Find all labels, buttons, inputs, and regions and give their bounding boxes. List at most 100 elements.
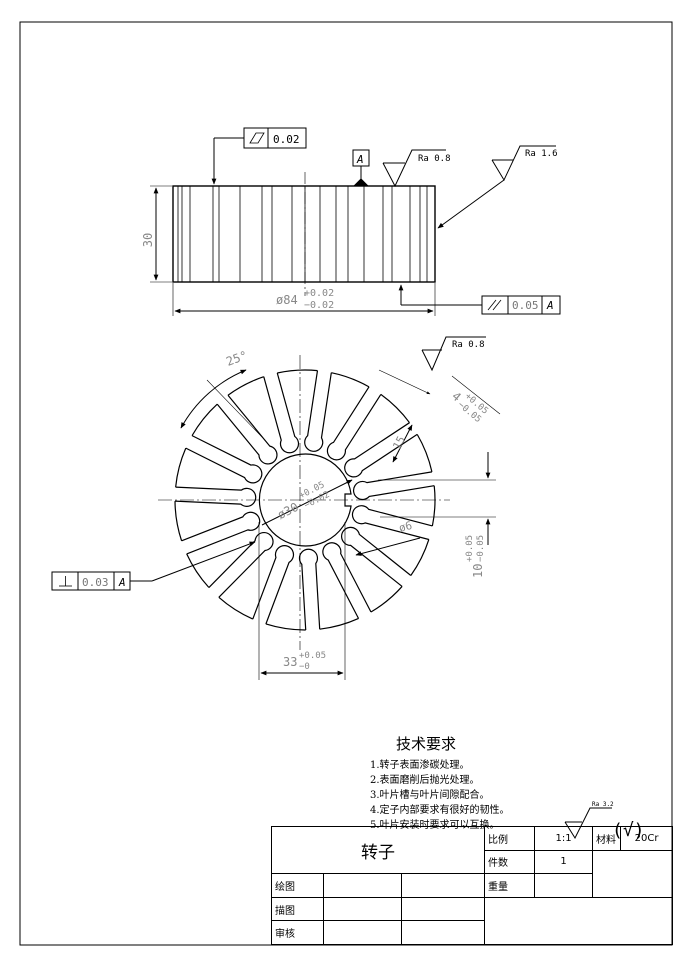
slot-lines bbox=[177, 186, 428, 282]
checked-name-cell bbox=[323, 920, 402, 945]
perpendicularity-datum: A bbox=[118, 576, 126, 589]
checked-label: 审核 bbox=[271, 920, 324, 945]
angle-value: 25° bbox=[224, 348, 249, 369]
blank-cell bbox=[592, 849, 674, 898]
datum-a-callout bbox=[352, 149, 370, 187]
flatness-icon bbox=[249, 132, 265, 144]
rotor-rim-arc bbox=[277, 369, 318, 374]
keyway-value: 33 bbox=[283, 655, 297, 669]
flatness-value: 0.02 bbox=[273, 133, 300, 146]
tech-req-item: 4.定子内部要求有很好的韧性。 bbox=[370, 805, 510, 816]
weight-label: 重量 bbox=[484, 873, 536, 898]
weight-value-cell bbox=[534, 873, 594, 898]
parallelism-callout bbox=[398, 284, 561, 315]
center-bore bbox=[258, 453, 352, 547]
rotor-rim-arc bbox=[370, 586, 403, 613]
height-dimension bbox=[150, 185, 172, 283]
tech-req-item: 2.表面磨削后抛光处理。 bbox=[370, 775, 480, 786]
datum-a-label: A bbox=[356, 153, 364, 166]
tech-req-item: 1.转子表面渗碳处理。 bbox=[370, 760, 470, 771]
roughness-slot-value: Ra 0.8 bbox=[452, 340, 485, 350]
rotor-slot bbox=[351, 505, 433, 541]
offset-value: 10 bbox=[471, 564, 485, 578]
offset-dimension bbox=[378, 452, 496, 545]
title-block: 转子 比例 1:1 材料 20Cr 件数 1 绘图 重量 描图 审核 bbox=[270, 825, 674, 946]
rotor-slot bbox=[304, 370, 332, 452]
rotor-rim-arc bbox=[186, 553, 210, 588]
rotor-slot bbox=[185, 435, 263, 484]
scale-label: 比例 bbox=[484, 826, 536, 851]
keyway-tol-lower: −0 bbox=[299, 662, 310, 672]
traced-date-cell bbox=[400, 896, 486, 922]
part-name: 转子 bbox=[270, 825, 486, 875]
perpendicularity-value: 0.03 bbox=[82, 576, 109, 589]
rotor-rim-arc bbox=[319, 617, 359, 630]
traced-label: 描图 bbox=[271, 896, 324, 922]
perpendicularity-icon bbox=[59, 576, 72, 587]
bore-value: ø30 bbox=[275, 500, 301, 522]
offset-tol-lower: −0.05 bbox=[476, 535, 486, 562]
parallelism-value: 0.05 bbox=[512, 299, 539, 312]
height-value: 30 bbox=[141, 233, 155, 247]
rotor-slot bbox=[216, 394, 278, 465]
diameter-tol-upper: +0.02 bbox=[304, 288, 334, 299]
parallelism-datum: A bbox=[546, 299, 554, 312]
top-view bbox=[51, 336, 501, 680]
rotor-rim-arc bbox=[380, 393, 410, 424]
rotor-slot bbox=[208, 532, 274, 598]
roughness-face-value: Ra 0.8 bbox=[418, 154, 451, 164]
rotor-slot bbox=[326, 386, 382, 461]
flatness-callout bbox=[211, 127, 307, 185]
traced-name-cell bbox=[323, 896, 402, 922]
scale-value: 1:1 bbox=[534, 826, 594, 851]
diameter-value: ø84 bbox=[276, 293, 298, 307]
keyway-dimension bbox=[258, 522, 346, 680]
rotor-rim-arc bbox=[174, 501, 183, 542]
rotor-rim-arc bbox=[227, 376, 264, 396]
roughness-slot-symbol bbox=[421, 336, 486, 372]
material-label: 材料 bbox=[592, 826, 622, 851]
rotor-slot bbox=[344, 422, 418, 478]
bore-leader bbox=[261, 479, 353, 526]
rotor-disk-outline bbox=[174, 369, 436, 631]
datum-triangle-icon bbox=[352, 178, 370, 187]
perpendicularity-callout bbox=[51, 541, 256, 591]
quantity-value: 1 bbox=[534, 849, 594, 875]
tech-req-item: 3.叶片槽与叶片间隙配合。 bbox=[370, 790, 490, 801]
angle-dimension bbox=[180, 369, 263, 438]
rotor-slot bbox=[252, 545, 295, 625]
rotor-rim-arc bbox=[191, 403, 218, 436]
rotor-rim-arc bbox=[265, 623, 306, 631]
roughness-face-symbol bbox=[382, 149, 446, 188]
general-roughness-value: Ra 3.2 bbox=[592, 801, 614, 808]
material-value: 20Cr bbox=[620, 826, 674, 851]
parallelism-icon bbox=[487, 299, 502, 311]
rotor-slot bbox=[298, 548, 321, 631]
slot-width-dimension bbox=[378, 369, 501, 415]
rotor-slot bbox=[263, 372, 300, 454]
roughness-side-symbol bbox=[437, 145, 556, 229]
rotor-rim-arc bbox=[218, 596, 254, 620]
checked-date-cell bbox=[400, 920, 486, 945]
rotor-slot bbox=[352, 471, 435, 501]
rotor-slot bbox=[181, 511, 261, 555]
quantity-label: 件数 bbox=[484, 849, 536, 875]
tech-req-title: 技术要求 bbox=[396, 735, 457, 753]
rotor-rim-arc bbox=[416, 434, 433, 473]
rotor-rim-arc bbox=[410, 539, 430, 576]
rotor-rim-arc bbox=[331, 372, 370, 388]
drawn-label: 绘图 bbox=[271, 873, 324, 898]
drawn-date-cell bbox=[400, 873, 486, 898]
technical-requirements: 技术要求 1.转子表面渗碳处理。 2.表面磨削后抛光处理。 3.叶片槽与叶片间隙… bbox=[370, 733, 670, 833]
rotor-slot bbox=[174, 486, 257, 507]
slot-depth-dimension bbox=[392, 424, 413, 463]
rotor-rim-arc bbox=[431, 485, 436, 527]
rotor-side-outline bbox=[172, 185, 436, 283]
diameter-dimension bbox=[172, 283, 436, 316]
rotor-slot bbox=[341, 526, 412, 587]
front-view bbox=[150, 127, 561, 316]
roughness-side-value: Ra 1.6 bbox=[525, 149, 558, 159]
hole-value: ø6 bbox=[397, 519, 413, 535]
diameter-tol-lower: −0.02 bbox=[304, 300, 334, 311]
